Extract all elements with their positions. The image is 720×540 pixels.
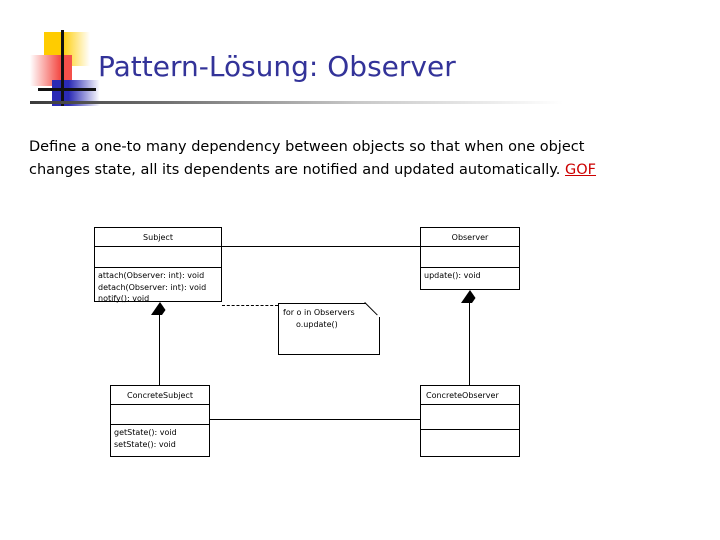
- dependency-subject-note: [222, 305, 278, 306]
- page-title: Pattern-Lösung: Observer: [98, 50, 456, 83]
- uml-operation: notify(): void: [98, 294, 150, 303]
- uml-note-line-1: for o in Observers: [283, 308, 355, 317]
- uml-class-observer-name: Observer: [421, 228, 519, 247]
- uml-class-concretesubject-name: ConcreteSubject: [111, 386, 209, 405]
- association-concretesubject-concreteobserver: [210, 419, 420, 421]
- uml-class-concreteobserver-name: ConcreteObserver: [421, 386, 519, 405]
- uml-class-observer-attributes: [421, 247, 519, 268]
- slide-logo: [30, 30, 102, 106]
- uml-note-line-2: o.update(): [296, 320, 338, 329]
- generalization-line-concreteobserver: [469, 302, 471, 385]
- uml-operation: getState(): void: [114, 428, 177, 437]
- generalization-arrow-concreteobserver: [461, 290, 486, 303]
- uml-note-body: [278, 303, 380, 355]
- uml-class-observer-operations: update(): void: [421, 268, 519, 284]
- uml-operation: detach(Observer: int): void: [98, 282, 207, 292]
- uml-class-concretesubject-operations: getState(): void setState(): void: [111, 425, 209, 452]
- uml-operation: attach(Observer: int): void: [98, 271, 205, 280]
- uml-class-subject-name: Subject: [95, 228, 221, 247]
- association-subject-observer: [222, 246, 420, 248]
- generalization-arrow-concretesubject: [151, 302, 176, 315]
- logo-vertical-bar: [61, 30, 64, 106]
- gof-link[interactable]: GOF: [565, 162, 597, 178]
- generalization-line-concretesubject: [159, 313, 161, 385]
- uml-class-concreteobserver[interactable]: ConcreteObserver: [420, 385, 520, 457]
- uml-note-fold-icon: [366, 303, 380, 317]
- logo-horizontal-bar: [38, 88, 96, 91]
- body-paragraph: Define a one-to many dependency between …: [29, 136, 629, 182]
- uml-note: for o in Observers o.update(): [278, 303, 380, 355]
- body-text-content: Define a one-to many dependency between …: [29, 139, 585, 178]
- uml-class-concretesubject[interactable]: ConcreteSubject getState(): void setStat…: [110, 385, 210, 457]
- uml-class-concretesubject-attributes: [111, 405, 209, 425]
- uml-operation: setState(): void: [114, 439, 176, 449]
- uml-class-observer[interactable]: Observer update(): void: [420, 227, 520, 290]
- title-divider: [30, 101, 714, 104]
- uml-class-concreteobserver-operations: [421, 430, 519, 456]
- uml-class-subject-attributes: [95, 247, 221, 268]
- uml-class-concreteobserver-attributes: [421, 405, 519, 430]
- uml-class-subject-operations: attach(Observer: int): void detach(Obser…: [95, 268, 221, 307]
- uml-operation: update(): void: [424, 271, 481, 280]
- uml-class-subject[interactable]: Subject attach(Observer: int): void deta…: [94, 227, 222, 303]
- uml-note-text: for o in Observers o.update(): [283, 307, 355, 331]
